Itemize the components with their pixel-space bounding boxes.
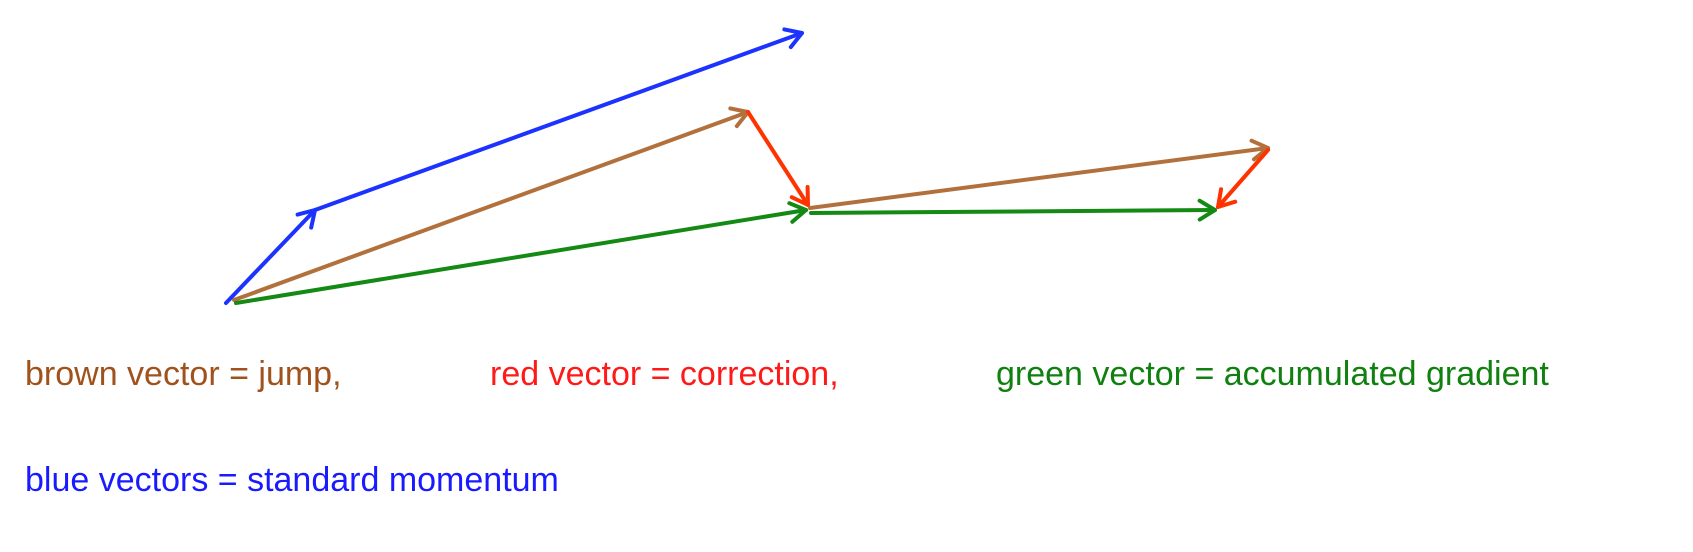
red-vector-second-shaft [1216,148,1270,209]
brown-vector-first [232,106,750,302]
blue-vector-long [313,27,804,212]
blue-vector-long-arrowhead [782,27,804,50]
blue-vector-short [224,208,317,305]
red-vector-second-arrowhead [1216,187,1238,209]
legend-red-correction: red vector = correction, [490,355,839,393]
brown-vector-second [808,138,1270,210]
green-vector-first-arrowhead [787,201,808,224]
red-vector-first-arrowhead [789,185,810,207]
green-vector-second-shaft [809,208,1217,215]
legend-brown-jump: brown vector = jump, [25,355,342,393]
green-vector-first-shaft [234,208,808,305]
red-vector-first [746,110,810,207]
red-vector-first-shaft [746,110,810,207]
brown-vector-first-shaft [232,110,750,302]
green-vector-first [234,201,808,305]
green-vector-second-arrowhead [1197,198,1217,222]
red-vector-second [1216,148,1270,209]
legend-green-accumulated-gradient: green vector = accumulated gradient [996,355,1549,393]
blue-vector-short-shaft [224,208,317,305]
legend-blue-standard-momentum: blue vectors = standard momentum [25,461,559,499]
green-vector-second [809,198,1217,222]
brown-vector-second-shaft [808,146,1270,210]
blue-vector-long-shaft [313,31,804,212]
